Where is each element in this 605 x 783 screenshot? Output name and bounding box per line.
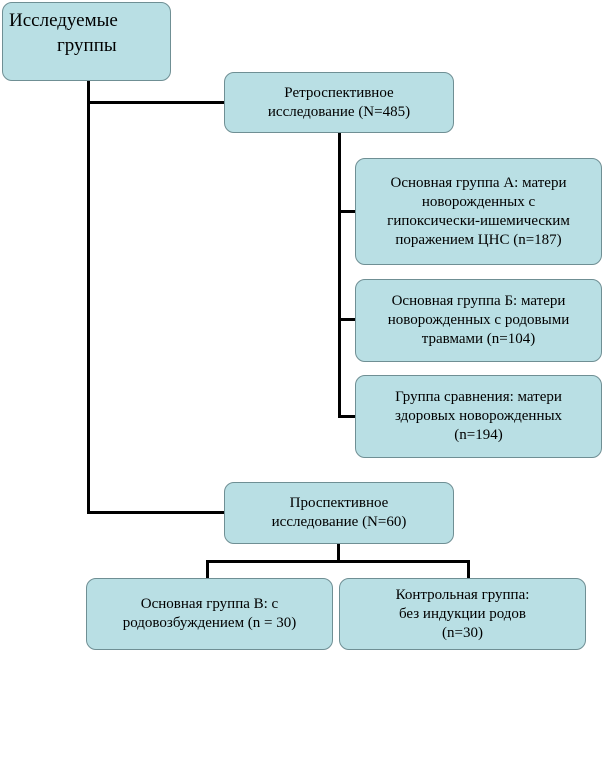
node-control-group: Контрольная группа: без индукции родов (… [339,578,586,650]
node-text-line: исследование (N=485) [267,103,411,120]
connector-prosp-crossbar [206,560,470,563]
root-label-line-1: Исследуемые [9,10,118,31]
node-main-group-v: Основная группа В: с родовозбуждением (n… [86,578,333,650]
node-text-line: Основная группа Б: матери [391,293,566,309]
node-text-line: поражением ЦНС (n=187) [395,231,562,248]
connector-to-control [467,560,470,578]
node-prospective-study: Проспективное исследование (N=60) [224,482,454,544]
node-text-line: новорожденных с родовыми [387,312,570,328]
connector-prosp-trunk [337,544,340,562]
root-node-study-groups: Исследуемые группы [2,2,171,81]
connector-to-group-a [338,210,355,213]
connector-root-to-retro [87,101,224,104]
node-text-line: исследование (N=60) [271,514,407,530]
connector-root-to-prosp [87,511,224,514]
connector-root-trunk [87,81,90,514]
node-text-line: новорожденных с [421,193,536,210]
connector-retro-trunk [338,133,341,418]
node-text-line: травмами (n=104) [421,331,536,347]
node-main-group-a: Основная группа А: матери новорожденных … [355,158,602,265]
node-text-line: гипоксически-ишемическим [387,212,570,229]
node-text-line: (n=194) [454,427,503,443]
connector-to-comparison [338,415,355,418]
node-text-line: без индукции родов [398,605,527,622]
connector-to-group-v [206,560,209,578]
node-text-line: Контрольная группа: [395,586,530,603]
node-comparison-group: Группа сравнения: матери здоровых новоро… [355,375,602,458]
connector-to-group-b [338,318,355,321]
node-retrospective-study: Ретроспективное исследование (N=485) [224,72,454,133]
node-text-line: родовозбуждением (n = 30) [122,615,297,631]
node-text-line: Проспективное [289,495,389,511]
node-text-line: Ретроспективное [284,84,394,101]
node-text-line: Основная группа В: с [140,596,279,612]
node-text-line: Группа сравнения: матери [395,389,562,405]
node-text-line: (n=30) [442,624,483,641]
node-main-group-b: Основная группа Б: матери новорожденных … [355,279,602,362]
node-text-line: здоровых новорожденных [394,408,563,424]
node-text-line: Основная группа А: матери [390,174,567,191]
root-label-line-2: группы [57,35,117,56]
